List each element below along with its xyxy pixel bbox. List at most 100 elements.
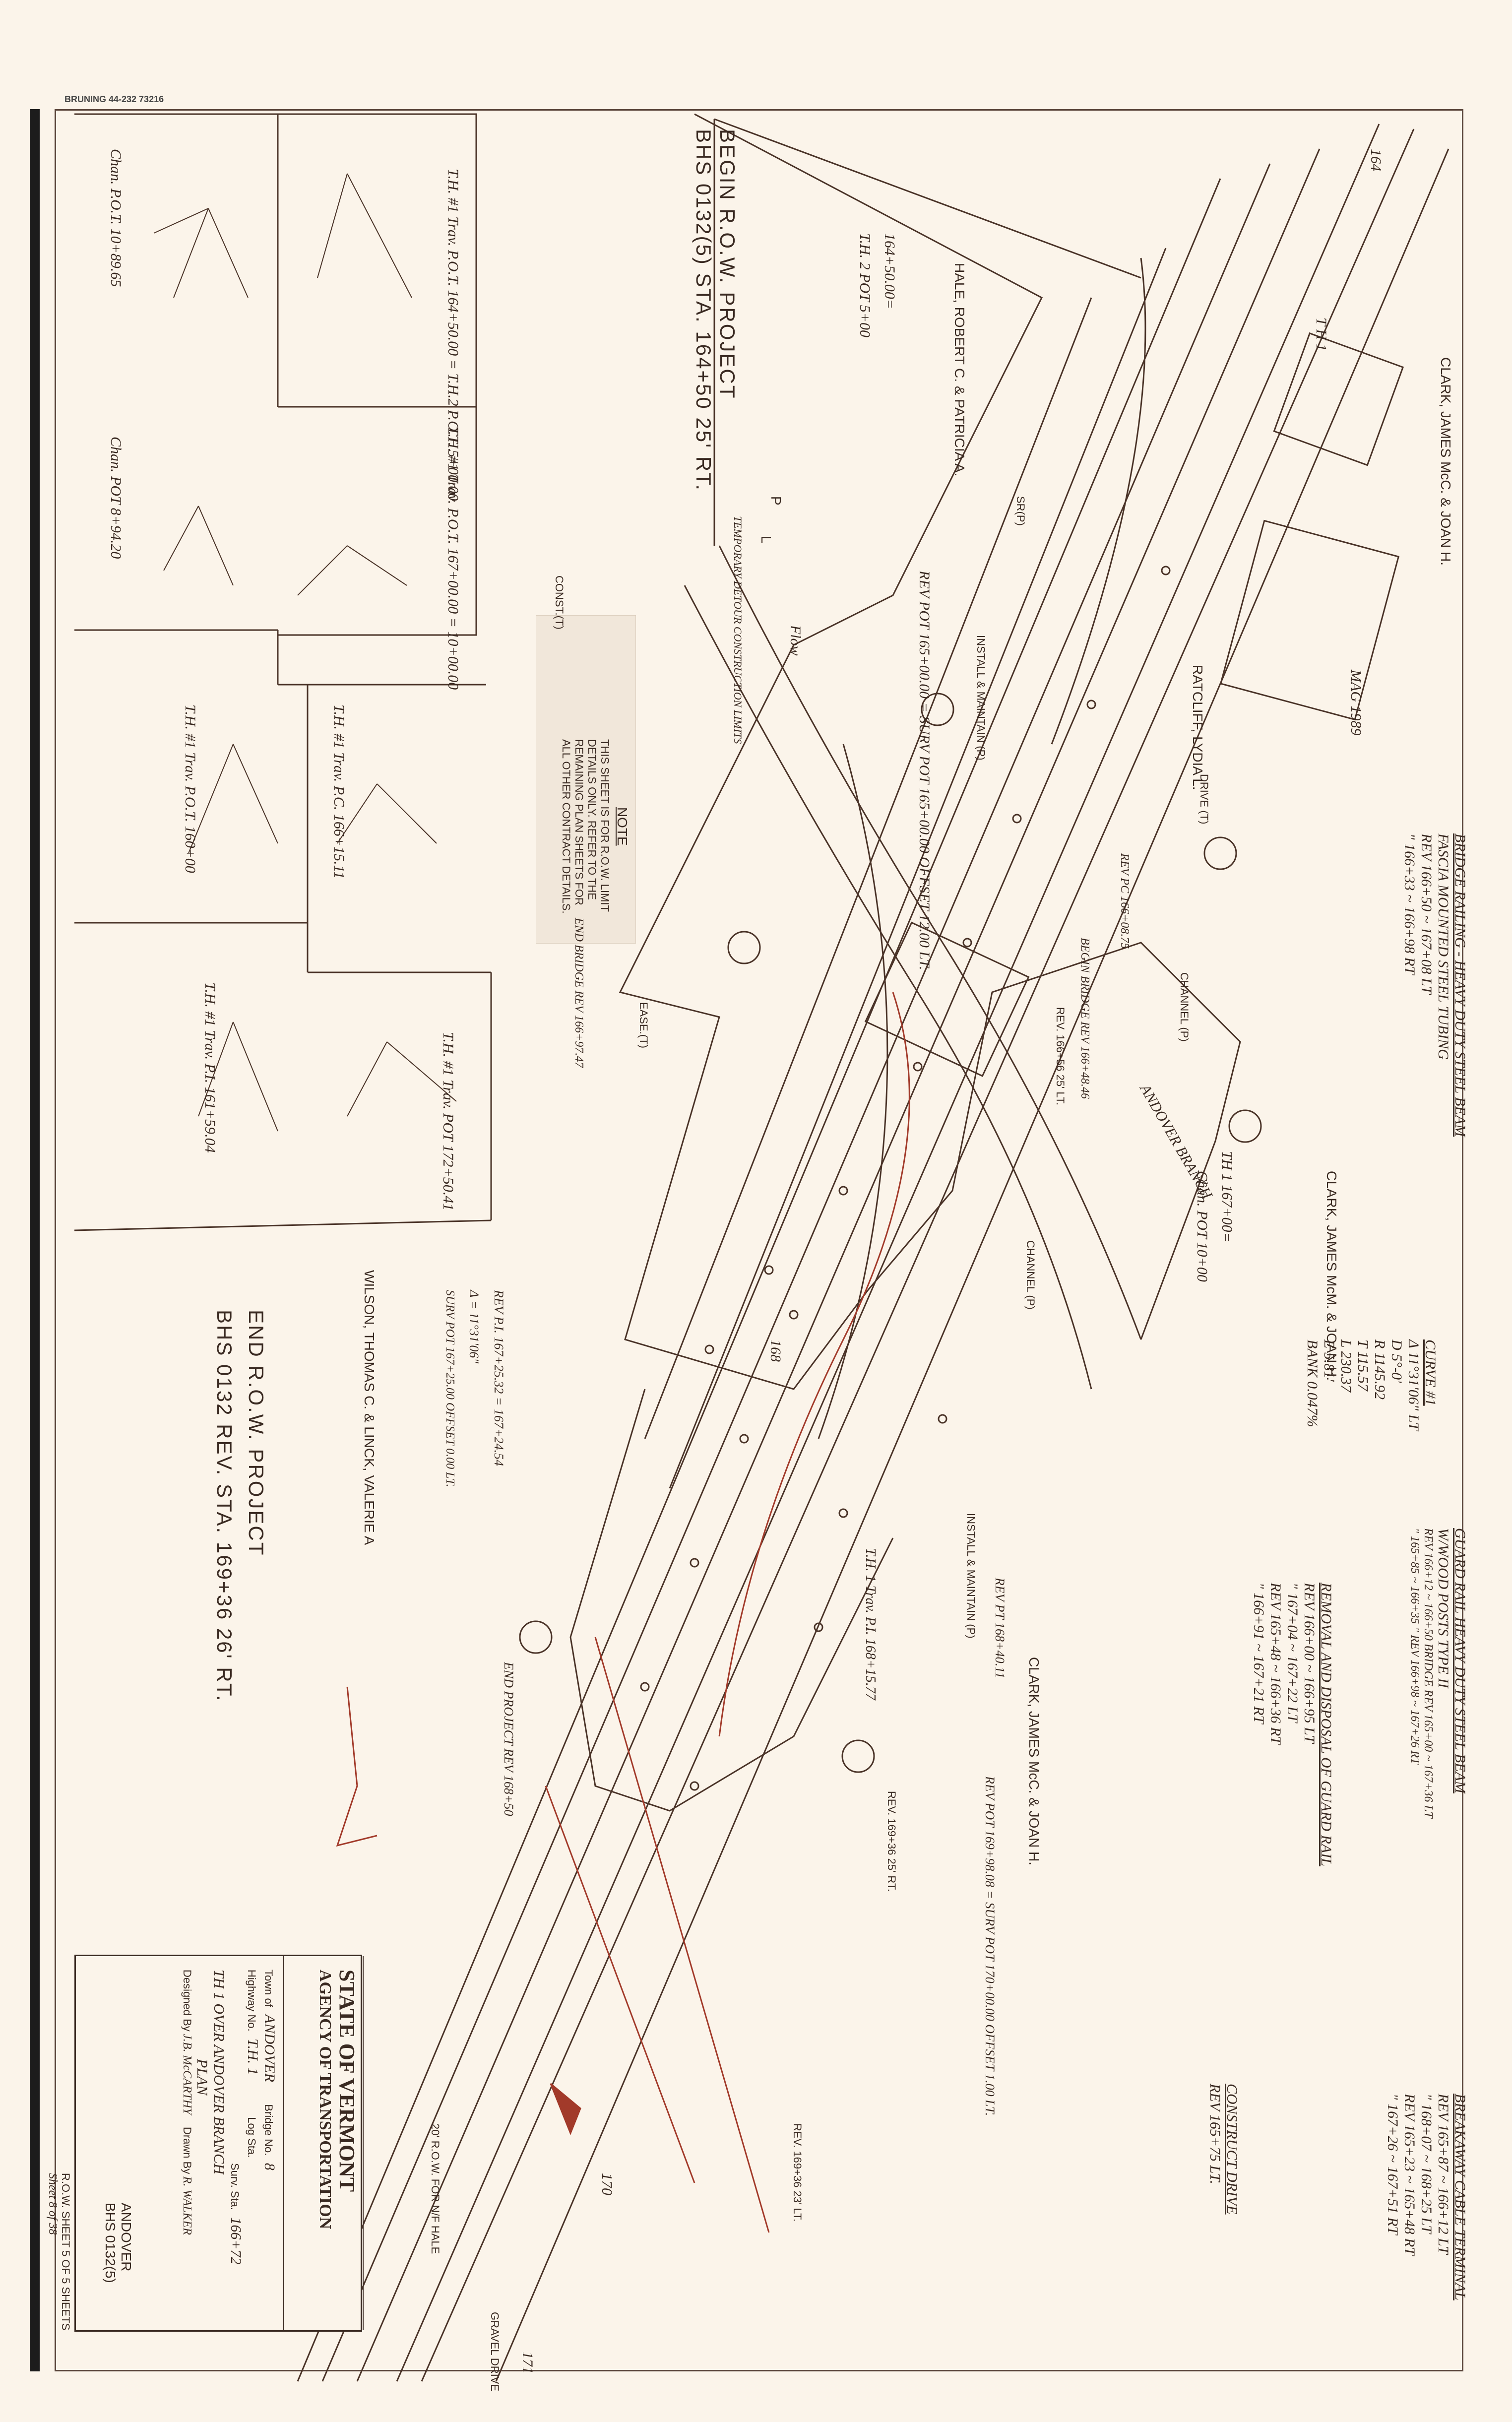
- binding-edge: [30, 109, 40, 2371]
- gravel-drive-label: GRAVEL DRIVE: [489, 2312, 501, 2392]
- owner-hale: HALE, ROBERT C. & PATRICIA A.: [952, 263, 967, 477]
- project-description: TH 1 OVER ANDOVER BRANCH: [211, 1970, 227, 2174]
- guard-rail-subtitle: W/WOOD POSTS TYPE II: [1435, 1528, 1451, 1688]
- th2-station-label: 164+50.00=: [882, 233, 898, 309]
- install-maintain-label: INSTALL & MAINTAIN (P): [975, 635, 987, 761]
- breakaway-title: BREAKAWAY CABLE TERMINAL: [1452, 2094, 1468, 2300]
- designed-by-value: J.B. McCARTHY: [181, 2034, 193, 2115]
- note-box: [536, 615, 636, 944]
- breakaway-range: REV 165+23 ~ 165+48 RT: [1401, 2094, 1418, 2256]
- construct-drive-range: REV 165+75 LT.: [1207, 2084, 1223, 2184]
- designed-by-label: Designed By: [181, 1970, 193, 2032]
- bridge-railing-notes: BRIDGE RAILING - HEAVY DUTY STEEL BEAM F…: [1401, 833, 1468, 1137]
- curve-e: E 5.81': [1321, 1339, 1337, 1382]
- bridge-label: Bridge No.: [262, 2104, 275, 2156]
- rev-169-lt-label: REV. 169+36 23' LT.: [791, 2123, 804, 2222]
- row-note: NOTE THIS SHEET IS FOR R.O.W. LIMIT DETA…: [560, 739, 630, 914]
- note-line: DETAILS ONLY. REFER TO THE: [586, 739, 598, 900]
- owner-ratcliff: RATCLIFF, LYDIA L.: [1190, 665, 1205, 790]
- sta-170-label: 170: [599, 2173, 615, 2195]
- removal-range: REV 165+48 ~ 166+36 RT: [1267, 1583, 1284, 1745]
- begin-project-station: BHS 0132(5) STA. 164+50 25' RT.: [692, 129, 715, 492]
- title-block-fields: Town of ANDOVER Bridge No. 8 Highway No.…: [180, 1970, 278, 2265]
- bridge-railing-range: " 166+33 ~ 166+98 RT: [1401, 833, 1418, 975]
- curve-r: R 1145.92: [1372, 1339, 1388, 1400]
- tie-sketch-title: T.H. #1 Trav. POT 172+50.41: [440, 1032, 456, 1211]
- bridge-value: 8: [261, 2163, 278, 2170]
- sheet-town: ANDOVER: [119, 2203, 134, 2272]
- town-value: ANDOVER: [261, 2014, 278, 2082]
- guard-rail-range: " 165+85 ~ 166+35 " REV 166+98 ~ 167+26 …: [1408, 1528, 1421, 1765]
- owner-clark-top: CLARK, JAMES McC. & JOAN H.: [1438, 357, 1453, 566]
- removal-range: " 167+04 ~ 167+22 LT: [1284, 1583, 1301, 1723]
- end-row-project: END R.O.W. PROJECT BHS 0132 REV. STA. 16…: [212, 1310, 268, 1703]
- surv-sta-value: 166+72: [228, 2217, 244, 2265]
- breakaway-range: REV 165+87 ~ 166+12 LT: [1435, 2094, 1451, 2254]
- begin-bridge-label: BEGIN BRIDGE REV 166+48.46: [1078, 938, 1091, 1099]
- tie-sketch-title: T.H. #1 Trav. P.O.T. 167+00.00 = 10+00.0…: [445, 427, 461, 690]
- agency-title: AGENCY OF TRANSPORTATION: [316, 1970, 334, 2230]
- surv-sta-label: Surv. Sta.: [229, 2163, 241, 2210]
- owner-clark-bottom: CLARK, JAMES McC. & JOAN H.: [1026, 1657, 1042, 1866]
- curve-delta: Δ 11°31'06" LT: [1405, 1339, 1422, 1431]
- flow-label: Flow: [787, 625, 804, 656]
- install-maintain-label-2: INSTALL & MAINTAIN (P): [965, 1513, 977, 1639]
- construct-drive-notes: CONSTRUCT DRIVE REV 165+75 LT.: [1206, 2084, 1240, 2215]
- end-project-rev-label: END PROJECT REV 168+50: [502, 1662, 516, 1816]
- guard-rail-title: GUARD RAIL HEAVY DUTY STEEL BEAM: [1452, 1528, 1468, 1793]
- owner-wilson: WILSON, THOMAS C. & LINCK, VALERIE A: [362, 1270, 377, 1545]
- paper-stamp: BRUNING 44-232 73216: [64, 94, 164, 104]
- breakaway-range: " 167+26 ~ 167+51 RT: [1385, 2094, 1401, 2235]
- begin-row-project: BEGIN R.O.W. PROJECT BHS 0132(5) STA. 16…: [692, 129, 739, 492]
- delta-pi-label: Δ = 11°31'06": [467, 1290, 481, 1364]
- breakaway-range: " 168+07 ~ 168+25 LT: [1418, 2094, 1435, 2234]
- end-bridge-label: END BRIDGE REV 166+97.47: [572, 918, 585, 1068]
- breakaway-notes: BREAKAWAY CABLE TERMINAL REV 165+87 ~ 16…: [1384, 2094, 1468, 2300]
- curve-t: T 115.57: [1355, 1339, 1371, 1391]
- const-label: CONST.(T): [553, 575, 566, 630]
- sheet-project-id: ANDOVER BHS 0132(5): [102, 2203, 134, 2283]
- title-block-state: STATE OF VERMONT AGENCY OF TRANSPORTATIO…: [315, 1970, 360, 2229]
- state-title: STATE OF VERMONT: [335, 1970, 359, 2192]
- row-note-hale: 20' R.O.W. FOR N/F HALE: [429, 2123, 441, 2254]
- tie-sketch-title: T.H. #1 Trav. P.I. 161+59.04: [202, 982, 218, 1153]
- p-label: P: [768, 496, 784, 506]
- rev-pot-b-label: REV POT 169+98.08 = SURV POT 170+00.00 O…: [983, 1776, 997, 2116]
- sta-168-label: 168: [767, 1339, 784, 1362]
- begin-project-title: BEGIN R.O.W. PROJECT: [716, 129, 739, 400]
- rev-pi-label: REV P.I. 167+25.32 = 167+24.54: [492, 1290, 506, 1466]
- tie-sketch-title: T.H. #1 Trav. P.C. 166+15.11: [331, 704, 347, 879]
- temp-detour-label: TEMPORARY DETOUR CONSTRUCTION LIMITS: [732, 516, 744, 744]
- chan-pot-label: Chan. POT 10+00: [1194, 1171, 1210, 1282]
- note-line: REMAINING PLAN SHEETS FOR: [573, 739, 585, 905]
- note-title: NOTE: [615, 807, 630, 846]
- curve-data: CURVE #1 Δ 11°31'06" LT D 5°-0' R 1145.9…: [1304, 1339, 1439, 1431]
- guard-rail-notes: GUARD RAIL HEAVY DUTY STEEL BEAM W/WOOD …: [1408, 1528, 1468, 1818]
- rev-pot-label: REV POT 165+00.00 = SURV POT 165+00.00 O…: [916, 571, 933, 970]
- curve-d: D 5°-0': [1388, 1339, 1405, 1383]
- curve-title: CURVE #1: [1422, 1339, 1439, 1406]
- guard-rail-range: REV 166+12 ~ 166+50 BRIDGE REV 165+00 ~ …: [1422, 1528, 1435, 1818]
- tie-sketch-title: Chan. P.O.T. 10+89.65: [108, 149, 124, 287]
- removal-notes: REMOVAL AND DISPOSAL OF GUARD RAIL REV 1…: [1250, 1583, 1334, 1866]
- highway-label: Highway No.: [246, 1970, 258, 2032]
- drawn-by-label: Drawn By: [181, 2126, 193, 2174]
- th1-label: T H 1: [1313, 318, 1329, 351]
- ease-label: EASE.(T): [637, 1002, 650, 1048]
- sta-171-label: 171: [519, 2352, 536, 2374]
- rev-pt-label: REV PT 168+40.11: [993, 1578, 1007, 1679]
- town-label: Town of: [262, 1970, 275, 2007]
- drawn-by-value: R. WALKER: [181, 2176, 193, 2235]
- bridge-railing-title: BRIDGE RAILING - HEAVY DUTY STEEL BEAM: [1452, 833, 1468, 1137]
- drive-label: DRIVE (T): [1198, 774, 1210, 825]
- note-line: THIS SHEET IS FOR R.O.W. LIMIT: [599, 739, 611, 912]
- rev-pc-label: REV PC 166+08.75: [1118, 853, 1131, 949]
- tie-sketch-title: T.H. #1 Trav. P.O.T. 160+00: [182, 704, 198, 873]
- sta-164-label: 164: [1368, 149, 1384, 171]
- plan-label: PLAN: [194, 2059, 210, 2096]
- removal-range: " 166+91 ~ 167+21 RT: [1251, 1583, 1267, 1724]
- sheet-info: R.O.W. SHEET 5 OF 5 SHEETS Sheet 8 of 38: [46, 2173, 72, 2330]
- note-line: ALL OTHER CONTRACT DETAILS.: [560, 739, 572, 914]
